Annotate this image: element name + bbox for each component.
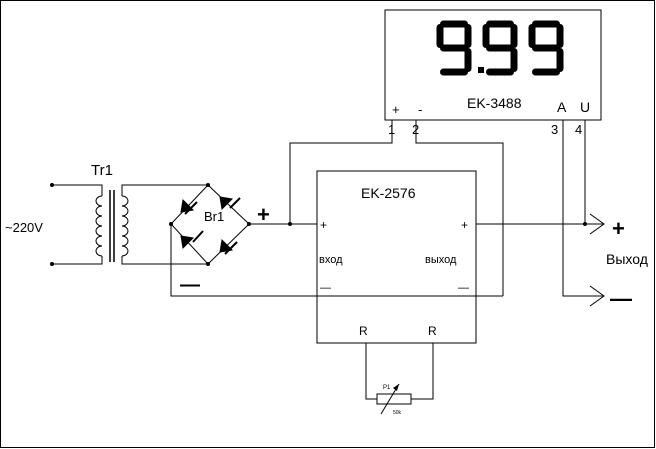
regulator-module-name: EK-2576 <box>361 185 416 201</box>
display-digit <box>482 20 518 76</box>
display-pin-minus: - <box>418 102 422 117</box>
display-pin-2: 2 <box>412 122 419 137</box>
bridge-plus-label: + <box>257 202 270 227</box>
bridge-br1: Br1 + — <box>169 183 270 296</box>
primary-winding <box>95 195 103 257</box>
output-minus-wire <box>562 120 604 297</box>
output-plus-arrow <box>589 213 605 235</box>
display-digit <box>436 20 472 76</box>
display-pin-a: A <box>557 99 567 115</box>
transformer-label: Tr1 <box>91 162 113 179</box>
display-pin-4: 4 <box>575 122 582 137</box>
potentiometer-body <box>376 393 412 405</box>
diode-top-left <box>180 198 198 215</box>
regulator-module-box <box>316 170 477 344</box>
display-pin-u: U <box>580 99 590 115</box>
regulator-in-minus: — <box>320 282 331 294</box>
minus-rail <box>170 224 503 297</box>
regulator-out-plus: + <box>461 218 468 232</box>
regulator-module: EK-2576 + + вход выход — — R R <box>316 170 477 344</box>
output-minus-arrow <box>589 285 605 307</box>
regulator-out-minus: — <box>458 282 469 294</box>
regulator-in-label: вход <box>319 254 343 266</box>
transformer-tr1: Tr1 ~220V <box>5 162 208 266</box>
potentiometer-value: 50k <box>393 410 402 416</box>
regulator-out-label: выход <box>425 254 457 266</box>
display-decimal-point <box>478 67 484 73</box>
display-pin-plus: + <box>392 102 400 117</box>
potentiometer-label: P1 <box>383 385 391 391</box>
display-module: EK-3488 + - A U 1 2 3 4 <box>384 9 602 137</box>
diode-top-right <box>219 196 241 211</box>
potentiometer-p1: P1 50k <box>365 343 434 416</box>
display-digits <box>436 20 564 76</box>
display-pin-3: 3 <box>551 122 558 137</box>
regulator-r-left: R <box>359 324 368 338</box>
display-module-name: EK-3488 <box>467 95 522 111</box>
output-plus-label: + <box>612 216 625 241</box>
bridge-minus-label: — <box>180 274 200 296</box>
secondary-winding <box>121 195 129 257</box>
diode-bottom-right <box>219 238 238 255</box>
regulator-r-right: R <box>428 324 437 338</box>
wire-display-pin2 <box>415 120 504 296</box>
output-minus-label: — <box>610 286 632 311</box>
diode-bottom-left <box>180 230 204 250</box>
display-digit <box>528 20 564 76</box>
wire-display-pin1 <box>289 120 393 224</box>
display-pin-1: 1 <box>388 122 395 137</box>
regulator-in-plus: + <box>320 218 327 232</box>
display-module-box <box>384 9 602 121</box>
output-label: Выход <box>606 251 648 267</box>
bridge-label: Br1 <box>204 209 224 224</box>
input-voltage-label: ~220V <box>5 220 43 235</box>
